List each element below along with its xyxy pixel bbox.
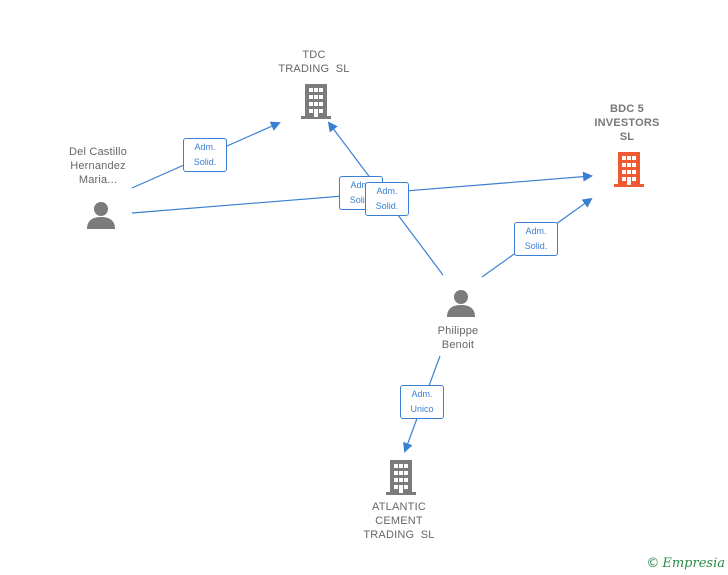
node-label-line: Maria... — [78, 174, 118, 186]
relation-text: Adm. — [350, 180, 372, 190]
node-label-tdc[interactable]: TDC TRADING SL — [254, 48, 374, 76]
relation-label-philippe-tdc: Adm. Solid. — [365, 182, 409, 216]
relation-label-philippe-atlantic: Adm. Unico — [400, 385, 444, 419]
node-label-delcastillo[interactable]: Del Castillo Hernandez Maria... — [48, 145, 148, 187]
brand-logo-text: Empresia — [662, 556, 725, 571]
copyright-icon: © — [646, 556, 660, 571]
node-label-atlantic[interactable]: ATLANTIC CEMENT TRADING SL — [339, 500, 459, 542]
node-label-line: SL — [619, 131, 635, 143]
person-icon — [87, 202, 115, 229]
building-icon — [301, 84, 331, 119]
node-label-line: Philippe — [437, 325, 479, 337]
node-label-philippe[interactable]: Philippe Benoit — [408, 324, 508, 352]
relation-text: Adm. — [376, 186, 398, 196]
node-label-line: TDC — [302, 49, 326, 61]
node-label-line: ATLANTIC — [372, 501, 426, 513]
node-label-line: CEMENT — [375, 515, 423, 527]
node-label-line: INVESTORS — [594, 117, 660, 129]
node-label-line: Del Castillo — [68, 146, 128, 158]
node-label-line: Hernandez — [70, 160, 126, 172]
relation-label-philippe-bdc: Adm. Solid. — [514, 222, 558, 256]
relation-text: Unico — [410, 404, 434, 414]
relation-text: Solid. — [375, 201, 399, 211]
relation-text: Solid. — [349, 195, 373, 205]
node-label-line: TRADING SL — [363, 529, 435, 541]
relation-text: Solid. — [524, 241, 548, 251]
node-label-line: BDC 5 — [609, 103, 644, 115]
node-label-line: TRADING SL — [278, 63, 350, 75]
relation-text: Solid. — [193, 157, 217, 167]
node-label-line: Benoit — [441, 339, 475, 351]
node-label-bdc[interactable]: BDC 5 INVESTORS SL — [577, 102, 677, 144]
building-icon — [386, 460, 416, 495]
relation-text: Adm. — [525, 226, 547, 236]
person-icon — [447, 290, 475, 317]
brand-footer[interactable]: ©Empresia — [646, 556, 725, 571]
relation-label-delcastillo-tdc: Adm. Solid. — [183, 138, 227, 172]
relation-text: Adm. — [194, 142, 216, 152]
relation-text: Adm. — [411, 389, 433, 399]
building-icon — [614, 152, 644, 187]
